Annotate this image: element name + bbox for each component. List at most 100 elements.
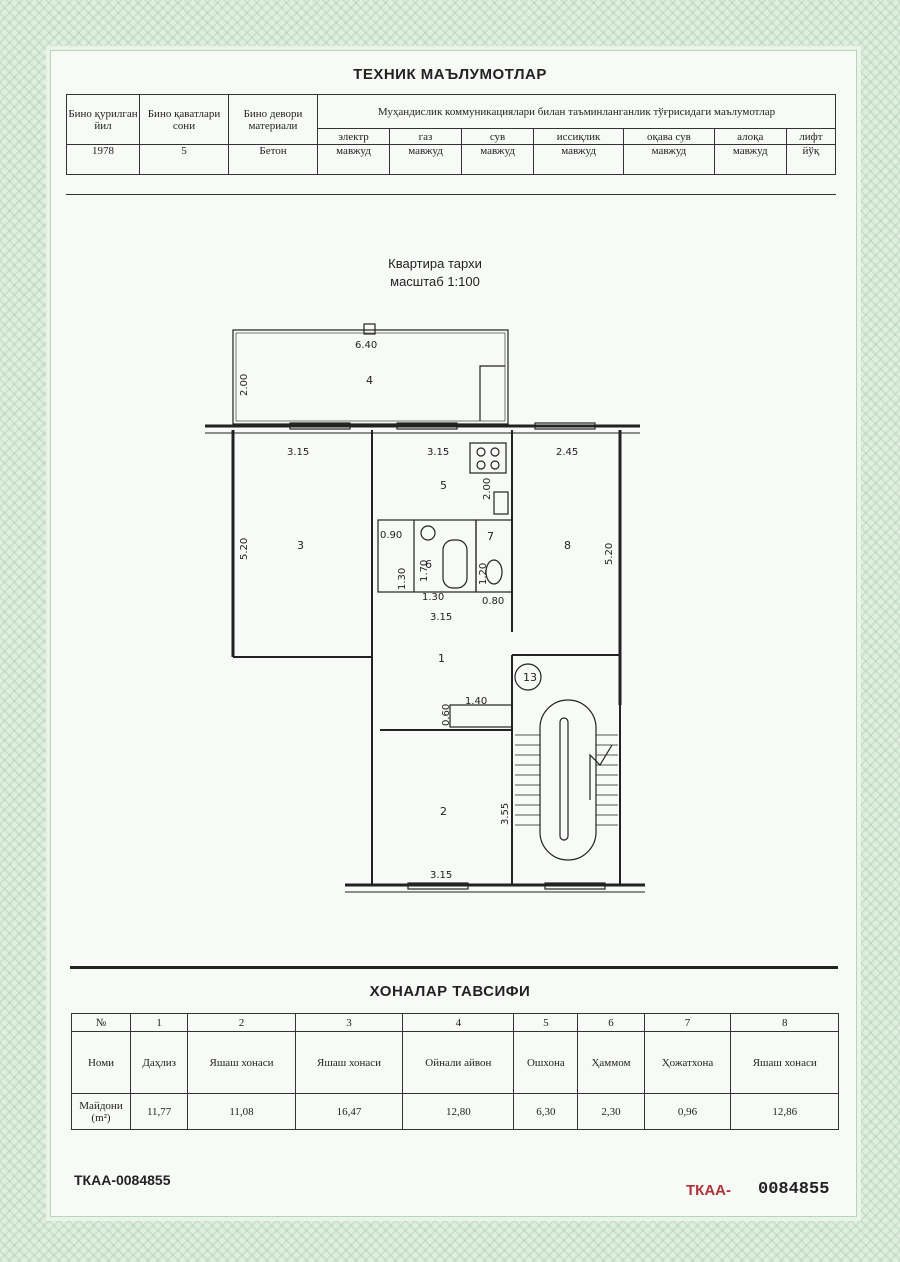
utility-name: лифт [785,128,837,145]
room-no: 8 [730,1013,839,1032]
row-name-label: Номи [71,1031,131,1094]
kitchen-sink [493,491,509,515]
technical-data-title: ТЕХНИК МАЪЛУМОТЛАР [353,66,547,83]
toilet-block [475,519,513,593]
stair-well [539,699,597,861]
stove [469,442,507,474]
col-no: № [71,1013,131,1032]
dim-room6-side: 1.30 [397,568,408,590]
burner [476,460,486,470]
dim-closet-depth: 0.60 [441,704,452,726]
dim-room3-width: 3.15 [287,447,309,458]
dim-room7-width: 0.80 [482,596,504,607]
utility-name: электр [316,128,391,145]
utility-value: йўқ [785,144,837,175]
balcony-partition [479,365,505,421]
dim-room6-width: 1.30 [422,592,444,603]
stair-number-circle [514,663,542,691]
stair-treads [515,734,618,826]
certificate-code-right-prefix: ТКАА- [686,1182,731,1199]
dim-closet-width: 1.40 [465,696,487,707]
col-wall: Бино девори материали [228,94,318,145]
burner [490,460,500,470]
room-name: Ойнали айвон [402,1031,515,1094]
utility-value: мавжуд [316,144,391,175]
floor-plan: 1 2 3 4 5 6 7 8 13 6.40 2.00 3.15 5.20 3… [205,323,645,893]
stair-core [559,717,569,841]
window [544,882,606,890]
window [396,422,458,430]
room-no: 6 [577,1013,645,1032]
room-number-8: 8 [564,539,571,552]
room-no: 4 [402,1013,515,1032]
room-area: 2,30 [577,1093,645,1130]
room-number-7: 7 [487,530,494,543]
utility-value: мавжуд [713,144,787,175]
wall-value: Бетон [228,144,318,175]
utilities-header: Муҳандислик коммуникациялари билан таъми… [317,94,836,129]
dim-room3-depth: 5.20 [239,538,250,560]
balcony-inner [235,332,506,422]
section-divider [70,966,838,969]
room-name: Даҳлиз [129,1031,189,1094]
dim-room6-depth: 1.70 [419,560,430,582]
room-area: 12,86 [730,1093,839,1130]
closet [449,704,513,728]
utility-name: иссиқлик [533,128,625,145]
window [534,422,596,430]
room-name: Ошхона [513,1031,579,1094]
plan-title: Квартира тархи [388,256,482,271]
utility-value: мавжуд [533,144,625,175]
room-area: 6,30 [513,1093,579,1130]
stair-number: 13 [523,671,537,684]
room-number-1: 1 [438,652,445,665]
plan-scale: масштаб 1:100 [390,274,480,289]
room-area: 0,96 [643,1093,732,1130]
dim-balcony-width: 6.40 [355,340,377,351]
room-area: 16,47 [294,1093,404,1130]
dim-balcony-depth: 2.00 [239,374,250,396]
room-number-4: 4 [366,374,373,387]
year-value: 1978 [66,144,140,175]
sink [420,525,436,541]
room-no: 2 [187,1013,296,1032]
dim-room8-depth: 5.20 [604,543,615,565]
room-name: Ҳаммом [577,1031,645,1094]
row-area-label: Майдони (m²) [71,1093,131,1130]
dim-room5-depth: 2.00 [482,478,493,500]
balcony-outline [232,329,509,425]
window [289,422,351,430]
room-no: 7 [643,1013,732,1032]
dim-room2-width: 3.15 [430,870,452,881]
room-number-6: 6 [425,558,432,571]
bathtub [442,539,468,589]
window [407,882,469,890]
col-floors: Бино қаватлари сони [139,94,229,145]
certificate-code-left: ТКАА-0084855 [74,1172,171,1188]
burner [490,447,500,457]
room-no: 5 [513,1013,579,1032]
room-no: 1 [129,1013,189,1032]
burner [476,447,486,457]
building-data-table: Бино қурилган йил Бино қаватлари сони Би… [66,94,837,175]
room-area: 11,08 [187,1093,296,1130]
stair-break-line [589,744,613,800]
toilet [485,559,503,585]
rooms-section-title: ХОНАЛАР ТАВСИФИ [369,983,531,1000]
dim-room7-depth: 1.20 [478,563,489,585]
dim-room2-depth: 3.55 [500,803,511,825]
certificate-code-right-number: 0084855 [758,1180,830,1199]
room-number-3: 3 [297,539,304,552]
dim-hall-width: 3.15 [430,612,452,623]
dim-room5-width: 3.15 [427,447,449,458]
table-underline [66,194,836,195]
utility-value: мавжуд [623,144,715,175]
room-no: 3 [294,1013,404,1032]
room-name: Яшаш хонаси [730,1031,839,1094]
floors-value: 5 [139,144,229,175]
utility-value: мавжуд [461,144,535,175]
room-area: 11,77 [129,1093,189,1130]
rooms-table: № 1 2 3 4 5 6 7 8 Номи Даҳлиз Яшаш хонас… [71,1013,839,1130]
room-name: Ҳожатхона [643,1031,732,1094]
room-area: 12,80 [402,1093,515,1130]
